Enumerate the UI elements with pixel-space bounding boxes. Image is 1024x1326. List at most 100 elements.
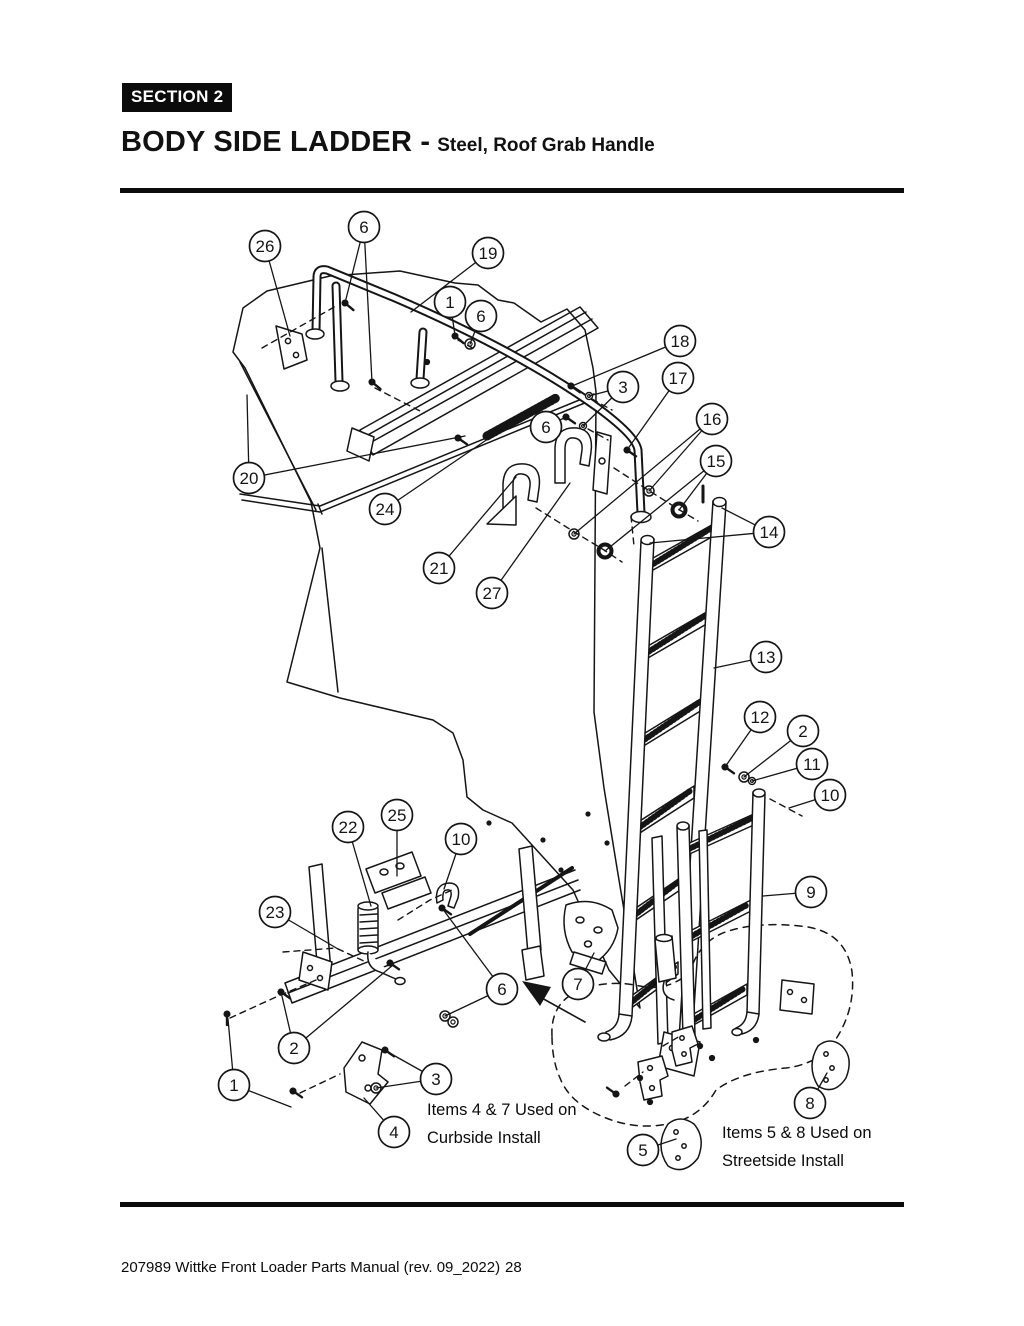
assembly-dash-line xyxy=(397,889,453,921)
svg-text:24: 24 xyxy=(376,500,395,519)
fastener-dot xyxy=(646,1098,654,1106)
svg-text:14: 14 xyxy=(760,523,779,542)
svg-text:6: 6 xyxy=(359,218,368,237)
callout-2: 2 xyxy=(277,964,394,1065)
note-line: Items 5 & 8 Used on xyxy=(722,1124,872,1142)
streetside-brackets xyxy=(637,979,850,1171)
roof-rail xyxy=(346,306,599,462)
footer-rule xyxy=(120,1202,904,1207)
title-subtitle: Steel, Roof Grab Handle xyxy=(437,135,655,156)
callout-3: 3 xyxy=(375,1050,453,1096)
note-line: Curbside Install xyxy=(427,1129,541,1147)
callout-19: 19 xyxy=(410,236,505,313)
assembly-dash-line xyxy=(769,798,803,817)
svg-text:5: 5 xyxy=(638,1141,647,1160)
callout-22: 22 xyxy=(331,810,372,907)
callout-2: 2 xyxy=(743,714,820,778)
callout-21: 21 xyxy=(422,476,517,585)
bolt-icon xyxy=(223,1010,231,1027)
latch-22 xyxy=(357,901,406,986)
title-main: BODY SIDE LADDER - xyxy=(121,126,431,158)
callout-27: 27 xyxy=(475,482,571,610)
washer-icon xyxy=(439,1010,451,1022)
callout-8: 8 xyxy=(793,1072,828,1120)
callout-1: 1 xyxy=(217,1018,292,1108)
svg-text:10: 10 xyxy=(452,830,471,849)
washer-icon xyxy=(568,528,580,540)
svg-text:27: 27 xyxy=(483,584,502,603)
note-streetside: Items 5 & 8 Used on Streetside Install xyxy=(722,1119,872,1175)
bracket-8 xyxy=(811,1040,850,1091)
callout-6: 6 xyxy=(441,907,519,1017)
callout-14: 14 xyxy=(649,507,786,549)
callout-4: 4 xyxy=(363,1097,411,1149)
washer-icon xyxy=(643,485,655,497)
sill-channel xyxy=(284,811,610,1004)
bracket-5 xyxy=(660,1118,702,1171)
body-outline xyxy=(232,270,641,1009)
extension-ladder xyxy=(651,788,766,1077)
svg-text:6: 6 xyxy=(497,980,506,999)
svg-text:18: 18 xyxy=(671,332,690,351)
curbside-assembly xyxy=(298,845,619,1105)
callout-6: 6 xyxy=(529,410,567,444)
callout-13: 13 xyxy=(713,640,783,674)
callout-1: 1 xyxy=(433,285,467,336)
fastener-dot xyxy=(636,1074,644,1082)
callout-6: 6 xyxy=(464,299,498,345)
callout-5: 5 xyxy=(626,1133,677,1167)
header-rule xyxy=(120,188,904,193)
svg-text:6: 6 xyxy=(476,307,485,326)
bolt-icon xyxy=(451,332,465,345)
svg-text:1: 1 xyxy=(229,1076,238,1095)
bracket-26 xyxy=(275,325,308,370)
page-footer: 207989 Wittke Front Loader Parts Manual … xyxy=(121,1259,522,1276)
svg-text:3: 3 xyxy=(618,378,627,397)
fastener-dot xyxy=(696,1042,704,1050)
assembly-dash-line xyxy=(630,515,635,547)
grommet-icon xyxy=(670,501,688,519)
note-line: Items 4 & 7 Used on xyxy=(427,1101,577,1119)
svg-text:9: 9 xyxy=(806,883,815,902)
assembly-dash-line xyxy=(624,1071,644,1087)
svg-text:16: 16 xyxy=(703,410,722,429)
callout-23: 23 xyxy=(258,895,339,950)
svg-text:25: 25 xyxy=(388,806,407,825)
page-number: 28 xyxy=(505,1259,522,1276)
manual-id: 207989 Wittke Front Loader Parts Manual … xyxy=(121,1259,501,1276)
callout-16: 16 xyxy=(573,402,729,535)
svg-text:2: 2 xyxy=(289,1039,298,1058)
assembly-dash-line xyxy=(261,305,337,349)
fastener-dot xyxy=(752,1036,760,1044)
svg-text:22: 22 xyxy=(339,818,358,837)
bolt-icon xyxy=(386,959,401,971)
svg-text:21: 21 xyxy=(430,559,449,578)
note-line: Streetside Install xyxy=(722,1152,844,1170)
assembly-dash-line xyxy=(229,979,317,1019)
svg-text:17: 17 xyxy=(669,369,688,388)
bracket-4 xyxy=(343,1041,389,1105)
svg-text:4: 4 xyxy=(389,1123,398,1142)
svg-text:10: 10 xyxy=(821,786,840,805)
svg-text:15: 15 xyxy=(707,452,726,471)
callout-9: 9 xyxy=(762,875,828,909)
assembly-dash-line xyxy=(587,428,609,441)
washer-icon xyxy=(447,1016,459,1028)
bracket-7 xyxy=(563,900,619,975)
callout-11: 11 xyxy=(751,747,829,782)
grab-handle xyxy=(305,265,652,524)
callout-12: 12 xyxy=(724,700,777,768)
svg-text:7: 7 xyxy=(573,975,582,994)
svg-text:13: 13 xyxy=(757,648,776,667)
body-creases xyxy=(239,361,595,693)
callout-17: 17 xyxy=(626,361,695,451)
bolt-icon xyxy=(721,763,736,775)
callout-25: 25 xyxy=(380,798,414,877)
washer-icon xyxy=(464,338,476,350)
install-arrow-icon xyxy=(522,981,586,1023)
bolt-icon xyxy=(289,1087,304,1099)
washer-icon xyxy=(738,771,750,783)
section-badge: SECTION 2 xyxy=(122,83,233,112)
svg-text:12: 12 xyxy=(751,708,770,727)
